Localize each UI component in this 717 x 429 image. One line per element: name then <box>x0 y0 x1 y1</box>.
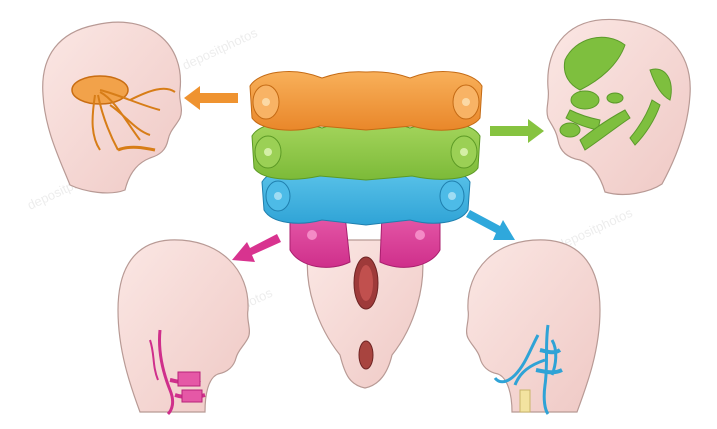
arrow-icon <box>232 234 281 262</box>
arrow-icon <box>184 86 238 110</box>
head-bottom-left <box>118 240 249 414</box>
head-top-left <box>43 22 182 193</box>
arch-1-orange <box>250 72 482 131</box>
head-bottom-right <box>467 240 600 414</box>
head-silhouette <box>467 240 600 412</box>
stomodeum-inner <box>359 265 373 301</box>
arrow-icon <box>490 119 544 143</box>
head-top-right <box>547 19 690 194</box>
pharyngeal-arches <box>250 72 482 388</box>
watermark-text: depositphotos <box>180 25 260 73</box>
arrow-icon <box>466 210 515 240</box>
lower-opening <box>359 341 373 369</box>
